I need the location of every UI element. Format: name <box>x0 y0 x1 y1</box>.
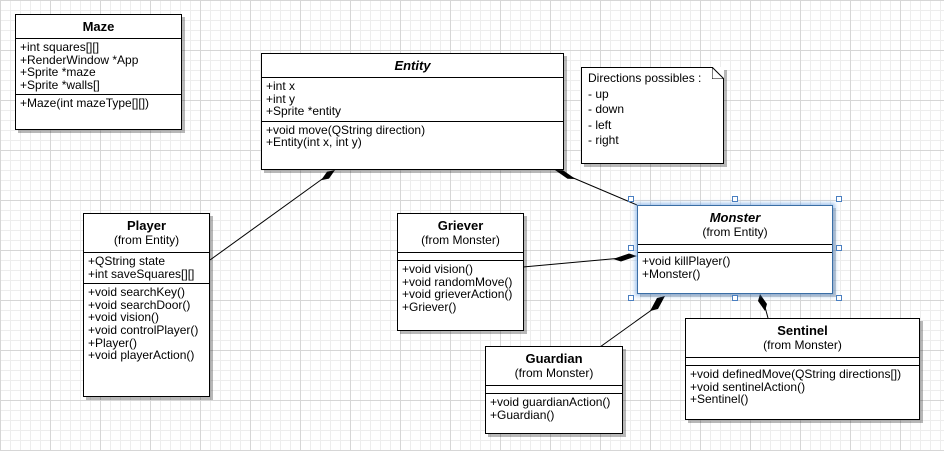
class-name: Monster <box>709 210 761 225</box>
entity-class[interactable]: Entity +int x+int y+Sprite *entity +void… <box>261 53 564 170</box>
class-package: (from Entity) <box>702 225 768 239</box>
note-line: - down <box>588 102 625 116</box>
operation: +void grieverAction() <box>402 287 513 302</box>
class-name: Sentinel <box>777 323 828 338</box>
attribute: +int y <box>266 91 296 106</box>
operation: +void searchKey() <box>88 285 186 300</box>
resize-handle-se[interactable] <box>836 295 842 301</box>
entity-monster-diamond <box>555 170 576 179</box>
monster-sentinel-link[interactable] <box>764 306 769 319</box>
attribute-list: +QString state+int saveSquares[][] <box>84 253 209 285</box>
attribute: +int x <box>266 79 296 93</box>
operation: +Griever() <box>402 299 457 314</box>
entity-player-link[interactable] <box>209 176 326 261</box>
operation: +void move(QString direction) <box>266 122 426 137</box>
note-line: - up <box>588 86 609 101</box>
operation: +void searchDoor() <box>88 297 191 312</box>
class-package: (from Monster) <box>421 233 500 247</box>
monster-griever-link[interactable] <box>522 257 623 268</box>
attribute-list: +int x+int y+Sprite *entity <box>262 78 563 122</box>
attribute: +int saveSquares[][] <box>88 266 195 281</box>
attribute-list <box>486 386 622 394</box>
player-class[interactable]: Player (from Entity) +QString state+int … <box>83 213 210 397</box>
operation-list: +void killPlayer()+Monster() <box>638 253 832 283</box>
class-package: (from Monster) <box>763 338 842 352</box>
operation: +Entity(int x, int y) <box>266 135 362 150</box>
operation: +void playerAction() <box>88 348 195 363</box>
class-package: (from Entity) <box>113 233 180 247</box>
griever-class-header: Griever (from Monster) <box>398 214 523 253</box>
player-class-header: Player (from Entity) <box>84 214 209 253</box>
resize-handle-ne[interactable] <box>836 196 842 202</box>
attribute: +int squares[][] <box>20 40 100 54</box>
class-name: Maze <box>82 19 115 34</box>
class-package: (from Monster) <box>514 366 594 380</box>
class-name: Player <box>126 218 167 233</box>
attribute-list <box>398 253 523 261</box>
note-fold-corner <box>712 67 724 79</box>
monster-sentinel-diamond <box>758 294 767 311</box>
class-name: Entity <box>394 58 431 73</box>
guardian-class-header: Guardian (from Monster) <box>486 347 622 386</box>
operation: +Monster() <box>642 266 701 281</box>
operation-list: +Maze(int mazeType[][]) <box>16 95 181 113</box>
resize-handle-s[interactable] <box>732 295 738 301</box>
resize-handle-e[interactable] <box>836 245 842 251</box>
monster-class-header: Monster (from Entity) <box>638 206 832 245</box>
attribute: +Sprite *walls[] <box>20 77 100 92</box>
entity-player-diamond <box>321 170 335 181</box>
operation: +void guardianAction() <box>490 395 611 409</box>
guardian-class[interactable]: Guardian (from Monster) +void guardianAc… <box>485 346 623 434</box>
monster-class[interactable]: Monster (from Entity) +void killPlayer()… <box>637 205 833 294</box>
operation: +void vision() <box>88 310 160 325</box>
attribute-list: +int squares[][]+RenderWindow *App+Sprit… <box>16 39 181 96</box>
directions-note[interactable]: Directions possibles :- up- down- left- … <box>581 67 724 164</box>
sentinel-class[interactable]: Sentinel (from Monster) +void definedMov… <box>685 318 920 420</box>
operation: +Sentinel() <box>690 392 749 407</box>
resize-handle-sw[interactable] <box>628 295 634 301</box>
attribute-list <box>638 245 832 253</box>
monster-guardian-diamond <box>650 296 665 311</box>
resize-handle-w[interactable] <box>628 245 634 251</box>
operation-list: +void move(QString direction)+Entity(int… <box>262 122 563 152</box>
entity-class-header: Entity <box>262 54 563 78</box>
note-text: Directions possibles :- up- down- left- … <box>588 71 717 149</box>
maze-class[interactable]: Maze +int squares[][]+RenderWindow *App+… <box>15 14 182 130</box>
attribute: +Sprite *maze <box>20 65 96 80</box>
operation-list: +void guardianAction()+Guardian() <box>486 394 622 424</box>
operation: +void controlPlayer() <box>88 322 199 337</box>
operation: +void definedMove(QString directions[]) <box>690 367 902 381</box>
griever-class[interactable]: Griever (from Monster) +void vision()+vo… <box>397 213 524 331</box>
monster-guardian-link[interactable] <box>599 308 654 348</box>
operation: +Guardian() <box>490 407 555 422</box>
attribute: +QString state <box>88 254 166 268</box>
class-name: Guardian <box>525 351 583 366</box>
operation: +void sentinelAction() <box>690 379 806 394</box>
operation: +Maze(int mazeType[][]) <box>20 96 150 111</box>
class-name: Griever <box>437 218 484 233</box>
note-line: - right <box>588 133 619 147</box>
attribute: +Sprite *entity <box>266 104 342 119</box>
attribute-list <box>686 358 919 366</box>
note-line: Directions possibles : <box>588 71 702 85</box>
operation: +void randomMove() <box>402 274 513 289</box>
resize-handle-nw[interactable] <box>628 196 634 202</box>
operation: +Player() <box>88 335 138 350</box>
sentinel-class-header: Sentinel (from Monster) <box>686 319 919 358</box>
operation: +void killPlayer() <box>642 254 731 268</box>
maze-class-header: Maze <box>16 15 181 39</box>
operation-list: +void searchKey()+void searchDoor()+void… <box>84 284 209 365</box>
attribute: +RenderWindow *App <box>20 52 139 67</box>
resize-handle-n[interactable] <box>732 196 738 202</box>
operation-list: +void definedMove(QString directions[])+… <box>686 366 919 409</box>
operation: +void vision() <box>402 262 474 276</box>
operation-list: +void vision()+void randomMove()+void gr… <box>398 261 523 316</box>
monster-griever-diamond <box>613 253 637 262</box>
note-line: - left <box>588 117 612 132</box>
